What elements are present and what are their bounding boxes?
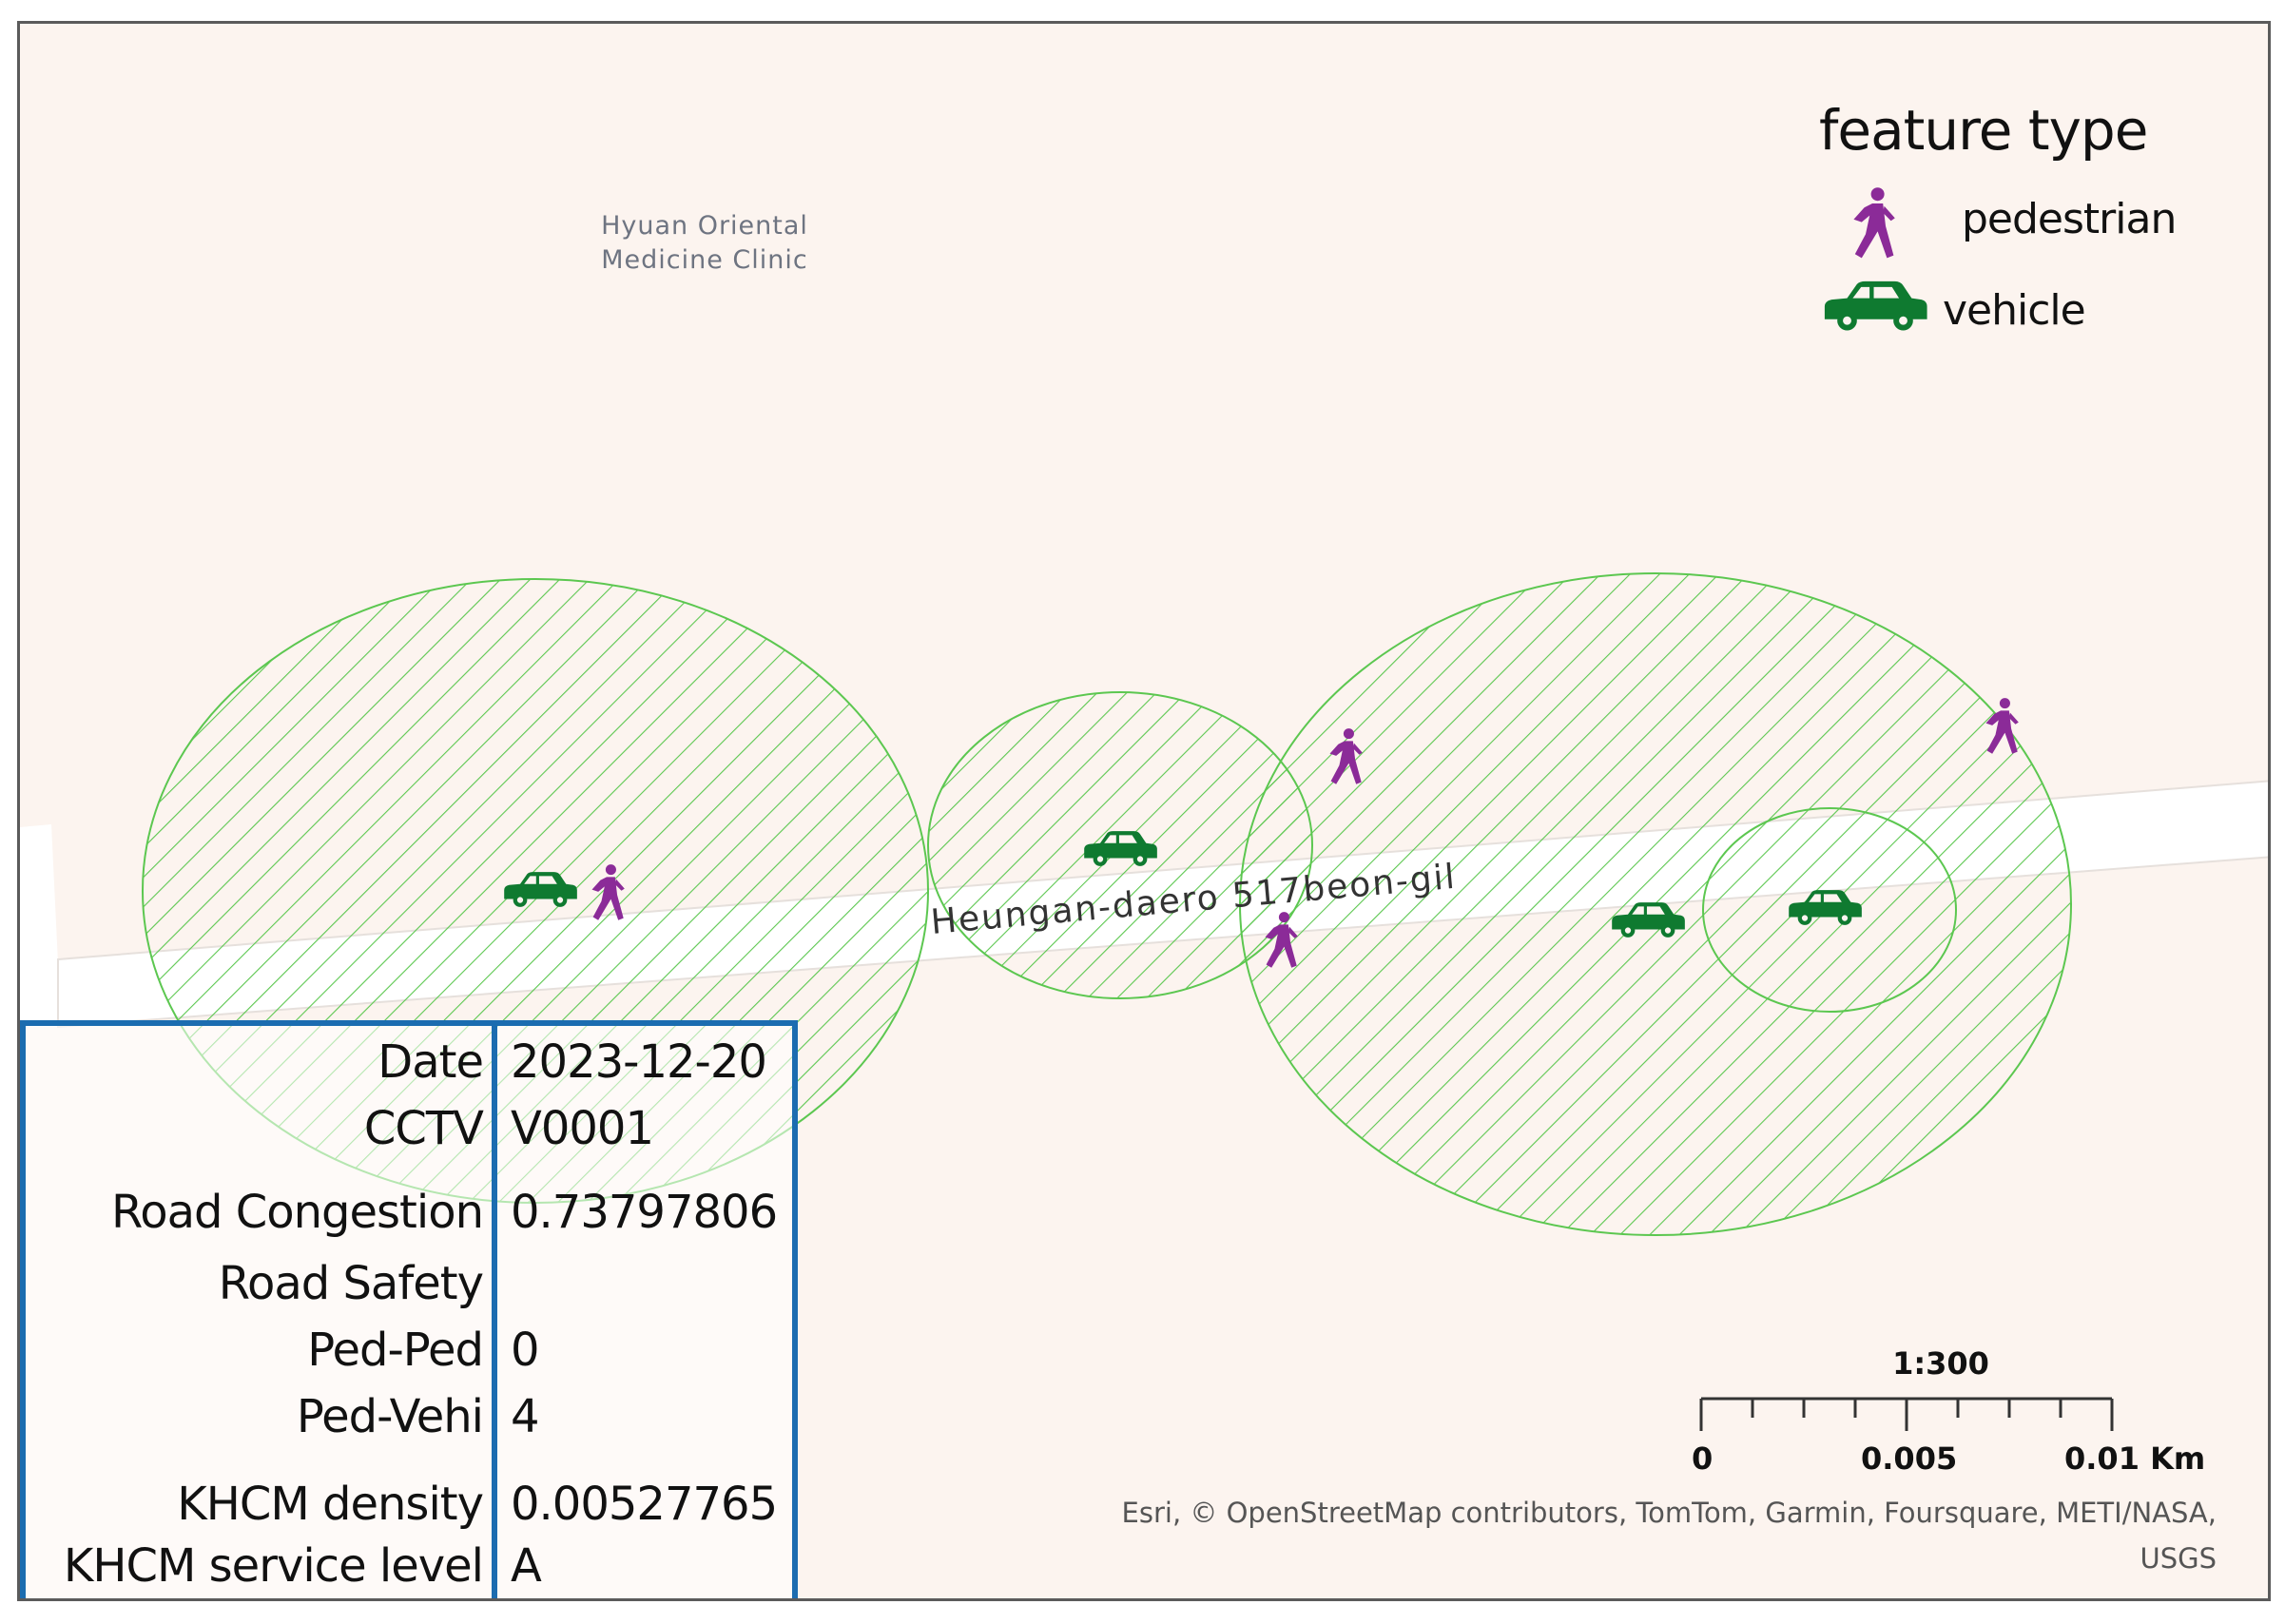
poi-label: Hyuan Oriental Medicine Clinic xyxy=(552,209,857,278)
info-row-ped-ped: Ped-Ped 0 xyxy=(26,1324,792,1381)
info-row-cctv: CCTV V0001 xyxy=(26,1102,792,1159)
scale-bar-graphic xyxy=(1699,1397,2114,1431)
info-value: 2023-12-20 xyxy=(511,1035,767,1089)
legend: feature type pedestrian vehicle xyxy=(1819,98,2177,335)
info-key: KHCM service level xyxy=(63,1539,484,1593)
info-row-khcm-service-level: KHCM service level A xyxy=(26,1539,792,1596)
info-row-date: Date 2023-12-20 xyxy=(26,1035,792,1092)
info-key: Ped-Vehi xyxy=(296,1390,484,1443)
legend-item-pedestrian: pedestrian xyxy=(1819,185,2180,259)
scale-tick-label: 0.005 xyxy=(1861,1440,1958,1477)
info-value: 0.73797806 xyxy=(511,1186,778,1239)
buffer-zone-4 xyxy=(1702,807,1957,1013)
scale-tick-label: 0.01 Km xyxy=(2064,1440,2206,1477)
scale-bar: 1:300 0 0.005 0.01 Km xyxy=(1675,1345,2205,1488)
info-row-road-safety: Road Safety xyxy=(26,1257,792,1314)
pedestrian-icon xyxy=(1853,187,1895,259)
info-value: 0.00527765 xyxy=(511,1478,778,1531)
car-icon xyxy=(1824,280,1927,331)
info-value: 4 xyxy=(511,1390,540,1443)
info-row-khcm-density: KHCM density 0.00527765 xyxy=(26,1478,792,1535)
info-key: CCTV xyxy=(363,1102,484,1155)
info-value: 0 xyxy=(511,1324,540,1377)
attribution: Esri, © OpenStreetMap contributors, TomT… xyxy=(1066,1490,2217,1581)
info-key: KHCM density xyxy=(177,1478,484,1531)
attribution-line2: USGS xyxy=(2140,1542,2217,1575)
legend-label-vehicle: vehicle xyxy=(1943,286,2086,335)
attribution-line1: Esri, © OpenStreetMap contributors, TomT… xyxy=(1121,1497,2217,1529)
map-frame[interactable]: Hyuan Oriental Medicine Clinic Heungan-d… xyxy=(17,21,2271,1601)
info-value: A xyxy=(511,1539,542,1593)
poi-label-line1: Hyuan Oriental xyxy=(601,211,808,241)
info-key: Ped-Ped xyxy=(307,1324,484,1377)
legend-item-vehicle: vehicle xyxy=(1819,277,2180,343)
info-table: Date 2023-12-20 CCTV V0001 Road Congesti… xyxy=(20,1020,798,1598)
legend-label-pedestrian: pedestrian xyxy=(1962,195,2177,243)
info-table-divider xyxy=(492,1026,497,1598)
poi-label-line2: Medicine Clinic xyxy=(601,245,808,275)
info-key: Road Congestion xyxy=(111,1186,484,1239)
scale-ratio: 1:300 xyxy=(1892,1345,1989,1382)
info-value: V0001 xyxy=(511,1102,654,1155)
info-key: Date xyxy=(378,1035,484,1089)
info-row-road-congestion: Road Congestion 0.73797806 xyxy=(26,1186,792,1243)
legend-title: feature type xyxy=(1819,98,2148,163)
scale-tick-label: 0 xyxy=(1692,1440,1714,1477)
info-row-ped-vehi: Ped-Vehi 4 xyxy=(26,1390,792,1447)
info-key: Road Safety xyxy=(218,1257,484,1310)
